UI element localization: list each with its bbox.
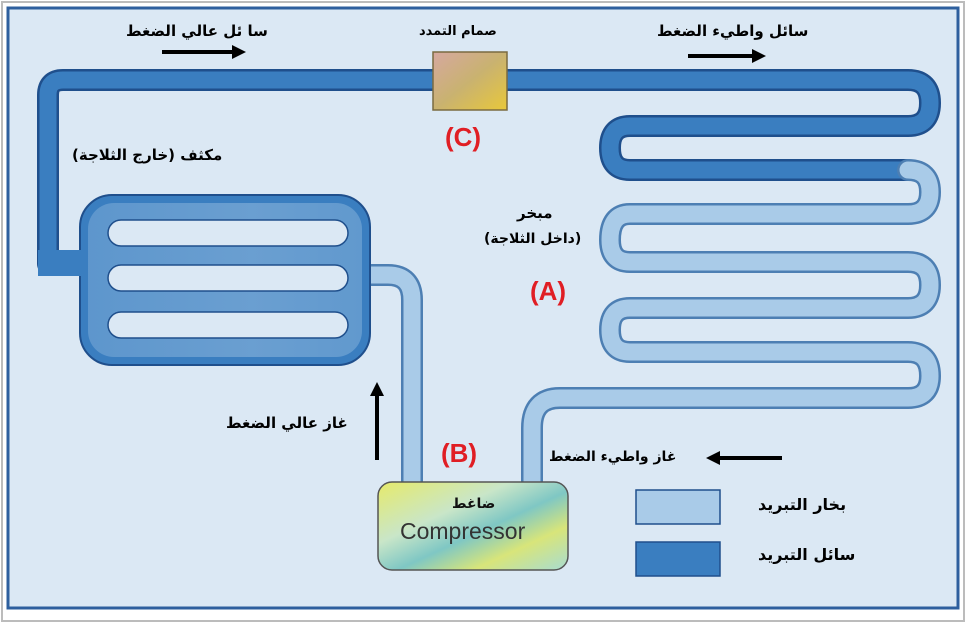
legend-liquid-swatch (635, 541, 721, 577)
compressor-english-label: Compressor (400, 518, 526, 544)
low-pressure-liquid-label: سائل واطيء الضغط (657, 22, 809, 40)
compressor (377, 481, 569, 571)
expansion-valve (432, 51, 508, 111)
marker-c: (C) (445, 122, 482, 152)
marker-a: (A) (530, 276, 567, 306)
evaporator-label: مبخر (517, 204, 553, 222)
legend-vapor-label: بخار التبريد (758, 495, 847, 514)
high-pressure-gas-label: غاز عالي الضغط (226, 414, 348, 432)
flow-arrow-top-left (162, 45, 246, 59)
expansion-valve-label: صمام التمدد (419, 24, 497, 39)
high-pressure-liquid-label: سا ئل عالي الضغط (126, 22, 268, 40)
low-pressure-gas-label: غاز واطيء الضغط (549, 449, 677, 465)
flow-arrow-top-right (688, 49, 766, 63)
flow-arrow-up (370, 382, 384, 460)
legend-vapor-swatch (635, 489, 721, 525)
evaporator-sublabel: (داخل الثلاجة) (484, 231, 582, 247)
legend-liquid-label: سائل التبريد (758, 545, 856, 564)
condenser-label: مكثف (خارج الثلاجة) (72, 146, 223, 164)
compressor-arabic-label: ضاغط (452, 496, 496, 512)
flow-arrow-left (706, 451, 782, 465)
marker-b: (B) (441, 438, 478, 468)
